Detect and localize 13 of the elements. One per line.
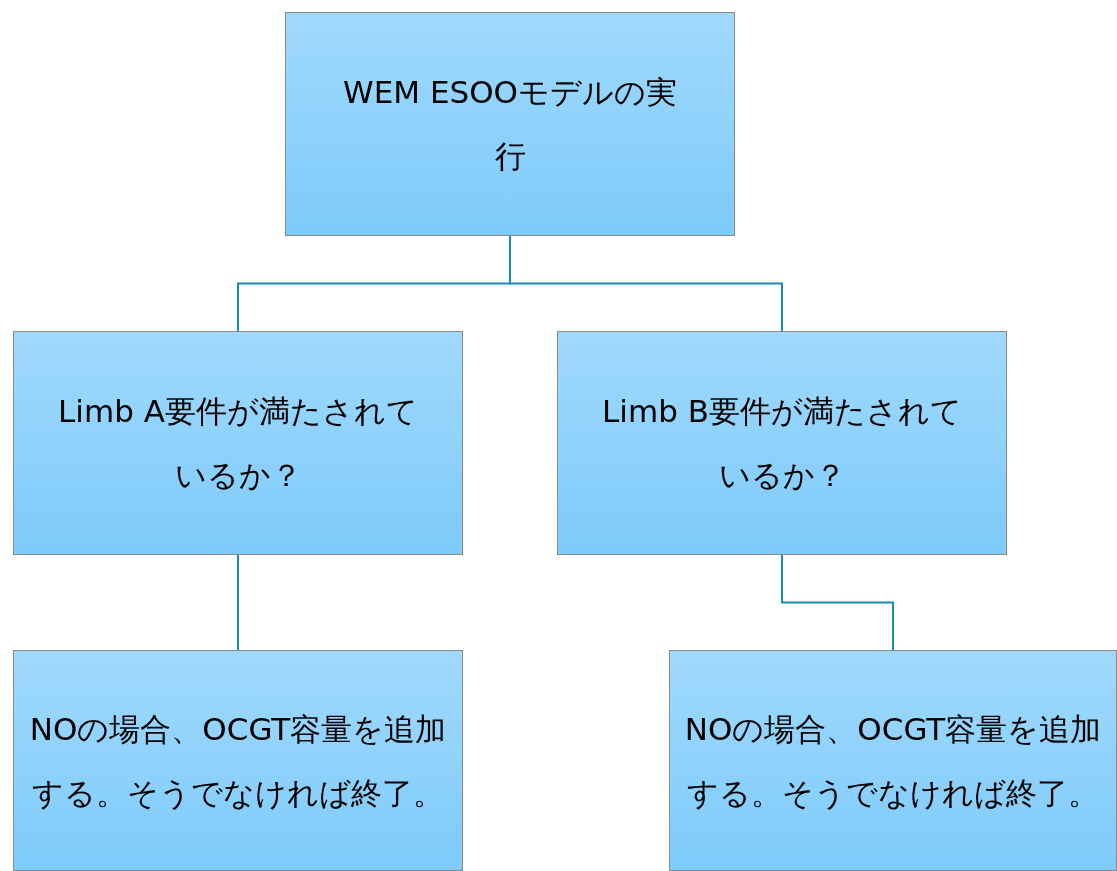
result-box: [13, 650, 463, 871]
connector-line: [781, 554, 894, 651]
decision-box: [557, 331, 1007, 555]
connector-line: [237, 554, 239, 651]
decision-box: [13, 331, 463, 555]
result-box: [669, 650, 1117, 871]
box-text: Limb A要件が満たされているか？: [57, 392, 419, 495]
box-text: WEM ESOOモデルの実行: [342, 73, 678, 176]
box-text: Limb B要件が満たされているか？: [601, 392, 963, 495]
box-text: NOの場合、OCGT容量を追加する。そうでなければ終了。: [28, 709, 448, 813]
box-text: NOの場合、OCGT容量を追加する。そうでなければ終了。: [683, 709, 1103, 813]
process-box: [285, 12, 735, 236]
connector-line: [509, 235, 783, 332]
